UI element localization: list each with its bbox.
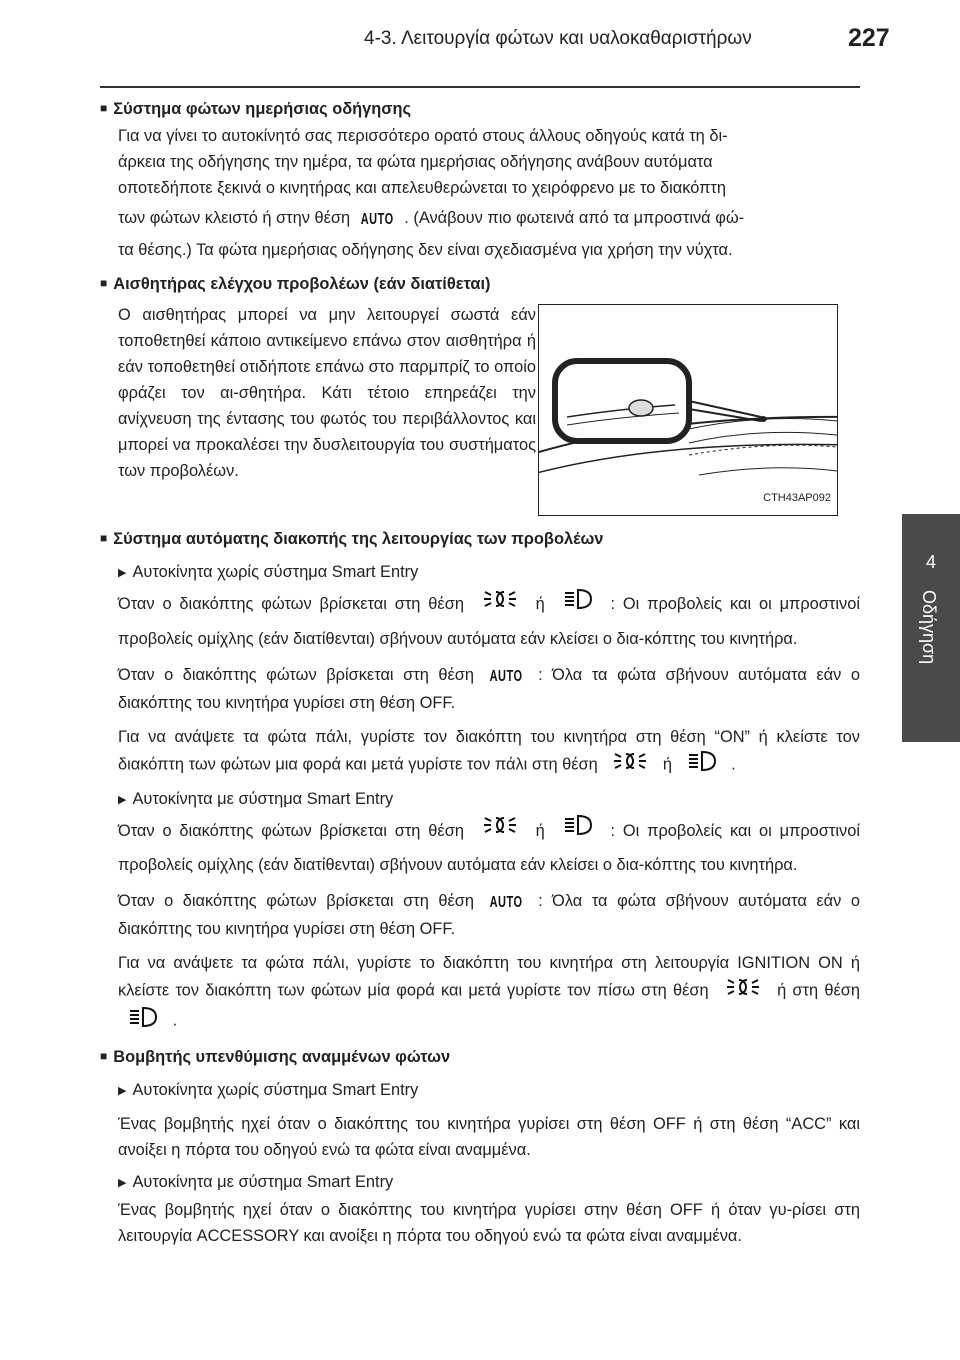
drl-line-3: οποτεδήποτε ξεκινά ο κινητήρας και απελε… [118,179,726,197]
chapter-title: 4-3. Λειτουργία φώτων και υαλοκαθαριστήρ… [364,28,752,49]
tail-light-icon [482,814,518,848]
sensor-illustration: CTH43AP092 [538,304,838,516]
figure-code: CTH43AP092 [763,492,831,504]
section-title-drl: Σύστημα φώτων ημερήσιας οδήγησης [100,96,860,123]
auto-off-para-2: Όταν ο διακόπτης φώτων βρίσκεται στη θέσ… [118,662,860,716]
text-fragment: ή [535,595,545,613]
drl-line-1: Για να γίνει το αυτοκίνητό σας περισσότε… [118,127,728,145]
auto-icon: AUTO [360,211,394,229]
page-number: 227 [848,24,890,52]
section-title-buzzer: Βομβητής υπενθύμισης αναμμένων φώτων [100,1044,860,1071]
headlight-icon [687,750,717,780]
text-fragment: ή [662,755,673,773]
chapter-label: Οδήγηση [919,590,939,665]
buzzer-para-1: Ένας βομβητής ηχεί όταν ο διακόπτης του … [118,1115,860,1160]
subheading-no-smart-entry: Αυτοκίνητα χωρίς σύστημα Smart Entry [118,1077,860,1105]
drl-line-4b: . (Ανάβουν πιο φωτεινά από τα μπροστινά … [404,209,745,227]
text-fragment: Όταν ο διακόπτης φώτων βρίσκεται στη θέσ… [118,892,475,911]
header-divider [100,86,860,88]
tail-light-icon [482,588,518,622]
text-fragment: : Όλα τα φώτα σβήνουν αυτόματα εάν ο δια… [118,665,861,712]
chapter-side-tab: 4 Οδήγηση [902,514,960,742]
buzzer-para-2: Ένας βομβητής ηχεί όταν ο διακόπτης του … [118,1201,860,1246]
text-fragment: Όταν ο διακόπτης φώτων βρίσκεται στη θέσ… [118,821,464,840]
text-fragment: Όταν ο διακόπτης φώτων βρίσκεται στη θέσ… [118,595,464,613]
auto-off-para-4: Όταν ο διακόπτης φώτων βρίσκεται στη θέσ… [118,814,860,883]
text-fragment: : Οι προβολείς και οι μπροστινοί προβολε… [118,595,860,648]
page-content: Σύστημα φώτων ημερήσιας οδήγησης Για να … [100,96,860,1249]
tail-light-icon [612,750,648,780]
auto-off-para-6: Για να ανάψετε τα φώτα πάλι, γυρίστε το … [118,950,860,1036]
drl-line-2: άρκεια της οδήγησης την ημέρα, τα φώτα η… [118,153,713,171]
auto-off-para-1: Όταν ο διακόπτης φώτων βρίσκεται στη θέσ… [118,587,860,656]
text-fragment: Για να ανάψετε τα φώτα πάλι, γυρίστε το … [118,954,860,1000]
chapter-number: 4 [925,552,936,572]
headlight-icon [563,588,593,622]
tail-light-icon [725,976,761,1006]
text-fragment: . [731,755,736,773]
auto-icon: AUTO [489,668,523,686]
drl-line-4a: των φώτων κλειστό ή στην θέση [118,209,351,227]
sensor-text: Ο αισθητήρας μπορεί να μην λειτουργεί σω… [118,306,536,480]
text-fragment: : Οι προβολείς και οι μπροστινοί προβολε… [118,821,860,875]
auto-icon: AUTO [489,894,523,912]
text-fragment: : Όλα τα φώτα σβήνουν αυτόματα εάν ο δια… [118,892,861,939]
subheading-smart-entry: Αυτοκίνητα με σύστημα Smart Entry [118,1169,860,1197]
auto-off-para-3: Για να ανάψετε τα φώτα πάλι, γυρίστε τον… [118,724,860,780]
sensor-row: Ο αισθητήρας μπορεί να μην λειτουργεί σω… [100,298,860,526]
section-title-auto-off: Σύστημα αυτόματης διακοπής της λειτουργί… [100,526,860,553]
headlight-icon [128,1006,158,1036]
text-fragment: . [172,1011,178,1030]
text-fragment: Όταν ο διακόπτης φώτων βρίσκεται στη θέσ… [118,665,475,684]
auto-off-para-5: Όταν ο διακόπτης φώτων βρίσκεται στη θέσ… [118,888,860,942]
text-fragment: ή [535,821,545,840]
subheading-no-smart-entry: Αυτοκίνητα χωρίς σύστημα Smart Entry [118,559,860,587]
drl-line-5: τα θέσης.) Τα φώτα ημερήσιας οδήγησης δε… [118,241,733,259]
subheading-smart-entry: Αυτοκίνητα με σύστημα Smart Entry [118,786,860,814]
section-title-sensor: Αισθητήρας ελέγχου προβολέων (εάν διατίθ… [100,271,860,298]
headlight-icon [563,814,593,848]
drl-line-4: των φώτων κλειστό ή στην θέση AUTO . (Αν… [118,201,860,237]
text-fragment: Για να ανάψετε τα φώτα πάλι, γυρίστε τον… [118,727,860,773]
text-fragment: ή στη θέση [777,981,860,1000]
